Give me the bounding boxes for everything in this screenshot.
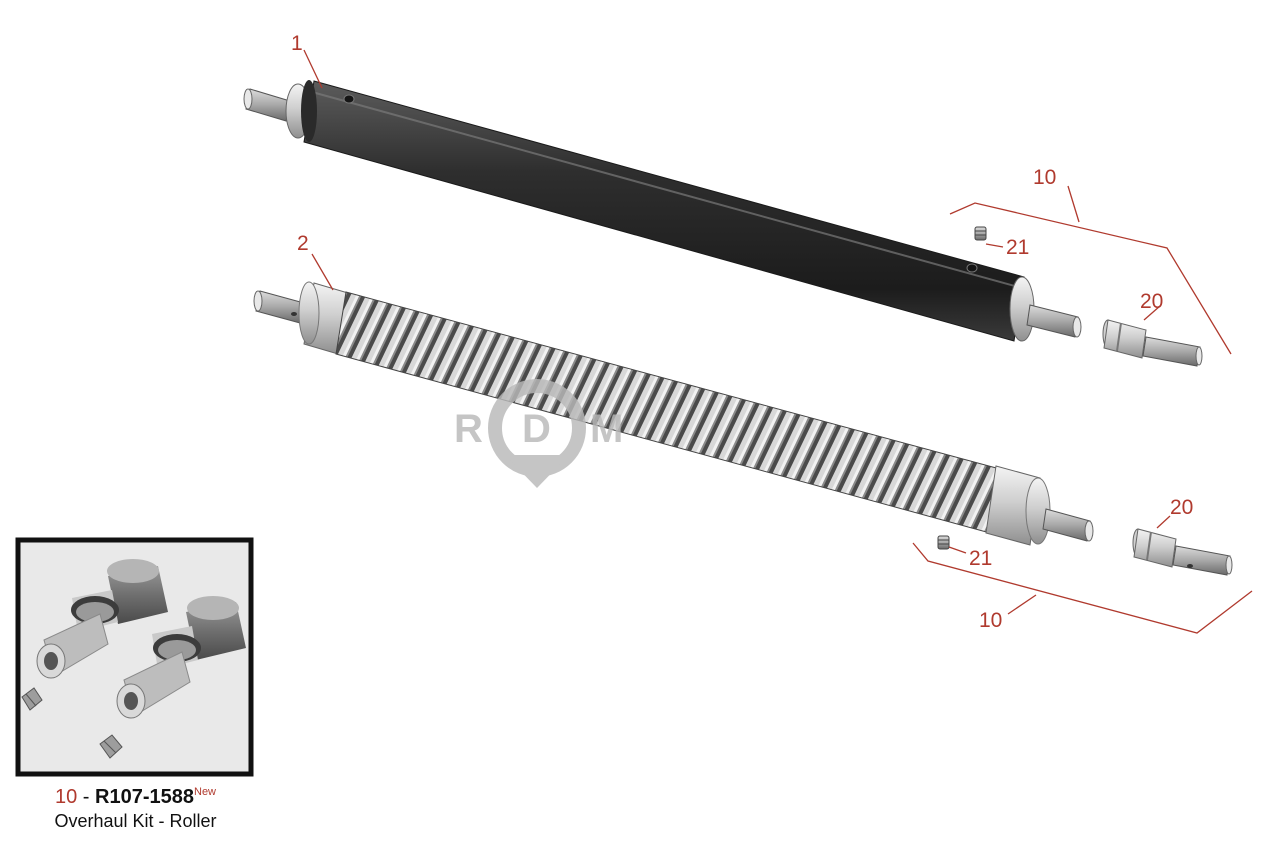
callout-bearing-upper: 20 — [1140, 290, 1163, 313]
grooved-roller-spiral-body — [335, 291, 1001, 534]
watermark-letter-d: D — [522, 407, 551, 451]
callout-fitting-lower: 21 — [969, 547, 992, 570]
callout-kit-upper: 10 — [1033, 166, 1056, 189]
solid-roller-grease-hole-left — [343, 94, 355, 104]
kit-callout-number: 10 — [54, 786, 78, 808]
grooved-roller-right-shaft — [1042, 508, 1094, 542]
inset-bearing-sleeve-front — [116, 596, 246, 719]
callout-solid-roller: 1 — [291, 32, 303, 55]
solid-roller — [243, 80, 1082, 342]
kit-part-number: R107-1588 — [95, 786, 194, 808]
inset-grease-fitting-left — [21, 687, 43, 711]
inset-grease-fitting-right — [99, 734, 123, 759]
kit-new-badge: New — [194, 786, 217, 798]
leader-lines — [303, 49, 1253, 634]
callout-bearing-lower: 20 — [1170, 496, 1193, 519]
watermark-letter-r: R — [454, 407, 483, 451]
grease-fitting-lower — [937, 535, 950, 550]
solid-roller-grease-hole-right — [966, 263, 978, 273]
grooved-roller-left-shaft — [253, 290, 305, 324]
kit-dash: - — [82, 786, 90, 808]
inset-kit-photo — [15, 537, 254, 777]
inset-kit-caption: 10 - R107-1588New Overhaul Kit - Roller — [18, 786, 253, 832]
watermark-arrow-icon — [505, 455, 569, 488]
solid-roller-left-shaft — [243, 88, 291, 122]
solid-roller-right-shaft — [1026, 304, 1082, 338]
callout-fitting-upper: 21 — [1006, 236, 1029, 259]
bearing-sleeve-lower — [1132, 528, 1233, 576]
bearing-sleeve-upper — [1102, 319, 1203, 367]
watermark: R D M — [454, 379, 623, 488]
kit-caption-line: 10 - R107-1588New — [18, 786, 253, 809]
kit-description: Overhaul Kit - Roller — [54, 811, 217, 831]
grooved-roller-right-cap — [985, 465, 1041, 546]
callout-kit-lower: 10 — [979, 609, 1002, 632]
grooved-roller — [253, 281, 1094, 546]
watermark-letter-m: M — [590, 407, 623, 451]
callout-grooved-roller: 2 — [297, 232, 309, 255]
inset-bearing-sleeve-back — [36, 559, 168, 679]
grease-fitting-upper — [974, 226, 987, 241]
